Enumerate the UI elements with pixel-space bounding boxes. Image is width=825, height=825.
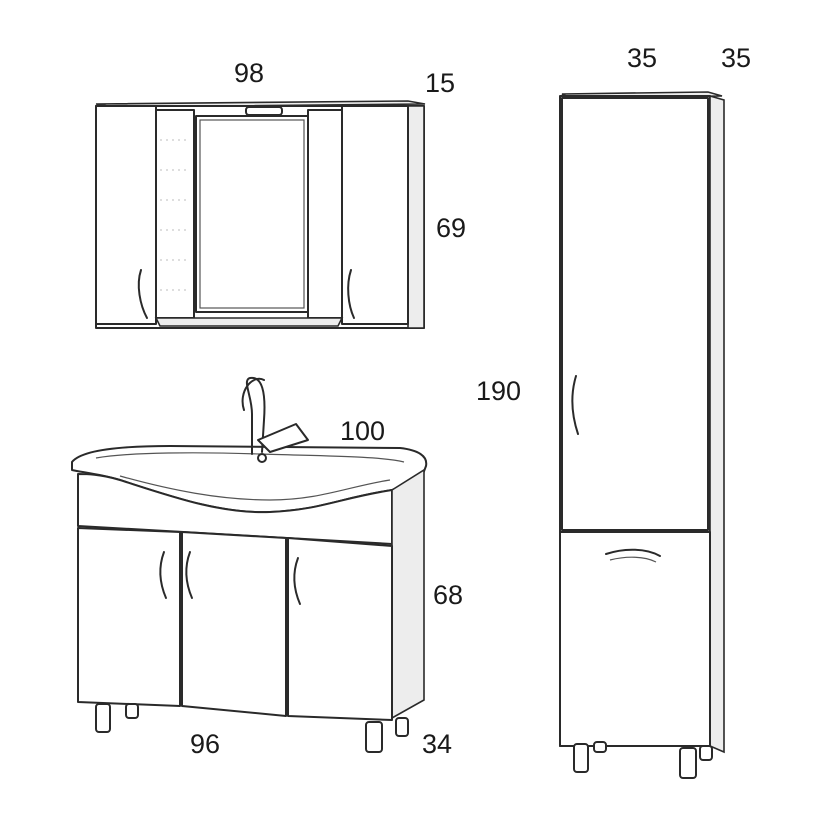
faucet-lever	[257, 423, 309, 453]
mirror-left-handle	[137, 269, 148, 319]
vanity-side	[391, 468, 425, 720]
mirror-height-label: 69	[436, 213, 467, 243]
faucet	[245, 376, 266, 455]
vanity-leg-front-left	[95, 703, 111, 733]
tall-cabinet-upper-handle	[571, 375, 579, 435]
tall-width-label: 35	[627, 43, 658, 73]
tall-leg-back-right	[699, 745, 713, 761]
tall-leg-back-left	[593, 741, 607, 753]
vanity-handle-right	[293, 557, 301, 605]
tall-leg-front-right	[679, 747, 697, 779]
tall-depth-label: 35	[721, 43, 752, 73]
sink-drain	[257, 453, 267, 463]
vanity-height-label: 68	[433, 580, 464, 610]
mirror-cabinet-frame	[95, 105, 425, 329]
mirror-depth-label: 15	[425, 68, 456, 98]
vanity-door-middle	[181, 531, 287, 717]
mirror-right-handle	[347, 269, 355, 319]
vanity-unit	[71, 376, 428, 753]
mirror-width-label: 98	[234, 58, 265, 88]
vanity-handle-left	[159, 551, 167, 599]
tall-cabinet-side	[709, 94, 725, 754]
mirror-cabinet-side	[407, 105, 425, 329]
vanity-door-right	[287, 537, 393, 721]
tall-cabinet-upper-door	[561, 97, 709, 531]
vanity-leg-back-right	[395, 717, 409, 737]
vanity-leg-back-left	[125, 703, 139, 719]
vanity-handle-middle	[185, 551, 193, 599]
tall-cabinet-body	[559, 95, 711, 747]
vanity-width-label: 96	[190, 729, 221, 759]
vanity-depth-label: 34	[422, 729, 453, 759]
tall-cabinet-lower-handle	[605, 548, 661, 557]
tall-height-label: 190	[476, 376, 522, 406]
tall-cabinet	[559, 91, 725, 779]
mirror-cabinet	[95, 100, 426, 329]
vanity-leg-front-right	[365, 721, 383, 753]
vanity-top-panel	[77, 473, 393, 545]
vanity-door-left	[77, 527, 181, 707]
mirror-lamp	[245, 106, 283, 116]
tall-cabinet-lower-door	[559, 531, 711, 747]
mirror-bottom-shelf	[154, 317, 344, 327]
tall-leg-front-left	[573, 743, 589, 773]
sink-width-label: 100	[340, 416, 386, 446]
